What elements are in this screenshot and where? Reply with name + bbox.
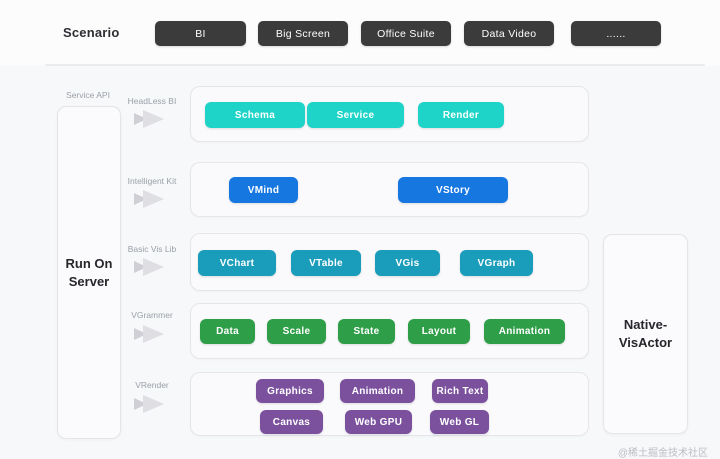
layer-vgrammer: Data Scale State Layout Animation bbox=[190, 303, 589, 359]
node-schema: Schema bbox=[205, 102, 305, 128]
node-data: Data bbox=[200, 319, 255, 344]
watermark-text: @稀土掘金技术社区 bbox=[617, 448, 708, 459]
arrow-right-icon bbox=[134, 258, 164, 276]
native-visactor-box: Native- VisActor bbox=[603, 234, 688, 434]
node-canvas: Canvas bbox=[260, 410, 323, 434]
layer-label-vgrammer: VGrammer bbox=[131, 310, 173, 320]
scenario-button-more: ...... bbox=[571, 21, 661, 46]
divider-line bbox=[45, 64, 705, 66]
run-on-server-box: Run On Server bbox=[57, 106, 121, 439]
node-vgis: VGis bbox=[375, 250, 440, 276]
scenario-button-data-video: Data Video bbox=[464, 21, 554, 46]
node-scale: Scale bbox=[267, 319, 326, 344]
node-vstory: VStory bbox=[398, 177, 508, 203]
layer-basic-vis-lib: VChart VTable VGis VGraph bbox=[190, 233, 589, 291]
layer-label-intelligent-kit: Intelligent Kit bbox=[127, 176, 177, 186]
scenario-button-bi: BI bbox=[155, 21, 246, 46]
scenario-button-big-screen: Big Screen bbox=[258, 21, 348, 46]
run-on-server-text: Run On Server bbox=[65, 255, 113, 289]
arrow-right-icon bbox=[134, 395, 164, 413]
arrow-right-icon bbox=[134, 325, 164, 343]
native-visactor-text: Native- VisActor bbox=[618, 317, 673, 350]
scenario-label: Scenario bbox=[63, 25, 120, 40]
layer-intelligent-kit: VMind VStory bbox=[190, 162, 589, 217]
arrow-right-icon bbox=[134, 190, 164, 208]
arrow-right-icon bbox=[134, 110, 164, 128]
layer-vrender: Graphics Animation Rich Text Canvas Web … bbox=[190, 372, 589, 436]
node-state: State bbox=[338, 319, 395, 344]
node-animation-render: Animation bbox=[340, 379, 415, 403]
node-web-gpu: Web GPU bbox=[345, 410, 412, 434]
node-vmind: VMind bbox=[229, 177, 298, 203]
layer-label-vrender: VRender bbox=[135, 380, 169, 390]
node-vtable: VTable bbox=[291, 250, 361, 276]
node-web-gl: Web GL bbox=[430, 410, 489, 434]
node-render: Render bbox=[418, 102, 504, 128]
node-service: Service bbox=[307, 102, 404, 128]
layer-label-basic-vis-lib: Basic Vis Lib bbox=[127, 244, 177, 254]
node-graphics: Graphics bbox=[256, 379, 324, 403]
node-vgraph: VGraph bbox=[460, 250, 533, 276]
node-vchart: VChart bbox=[198, 250, 276, 276]
node-rich-text: Rich Text bbox=[432, 379, 488, 403]
layer-headless-bi: Schema Service Render bbox=[190, 86, 589, 142]
node-layout: Layout bbox=[408, 319, 470, 344]
layer-label-headless-bi: HeadLess BI bbox=[127, 96, 177, 106]
scenario-button-office-suite: Office Suite bbox=[361, 21, 451, 46]
service-api-label: Service API bbox=[66, 90, 110, 100]
node-animation: Animation bbox=[484, 319, 565, 344]
